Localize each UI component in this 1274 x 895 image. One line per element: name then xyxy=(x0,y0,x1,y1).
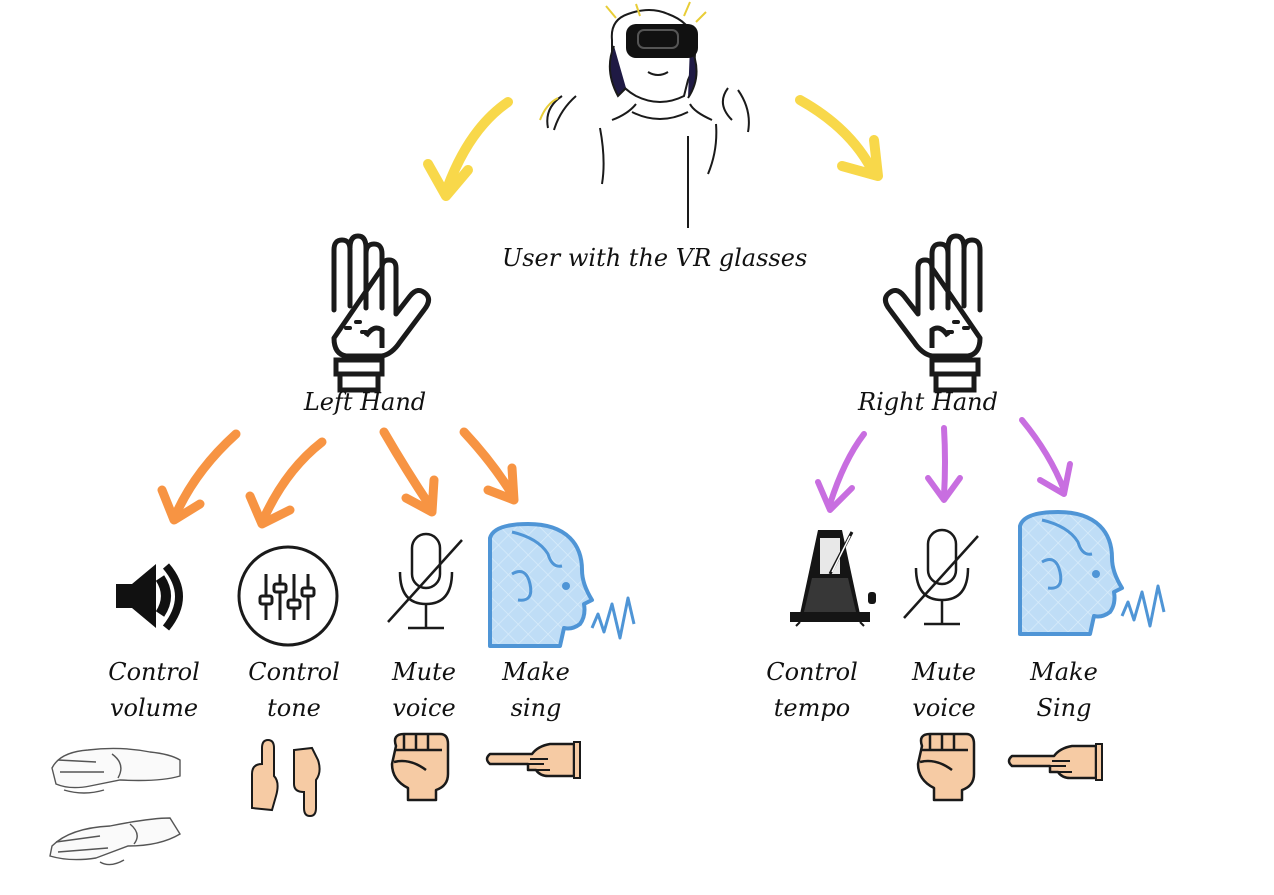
right-muted-microphone-icon xyxy=(902,528,980,626)
action-line1: Make xyxy=(502,658,570,686)
arrow-user-to-left-hand xyxy=(423,97,513,201)
action-line1: Control xyxy=(248,658,340,686)
right-fist-gesture-icon xyxy=(916,732,976,802)
action-control-tempo: Control tempo xyxy=(752,654,872,726)
action-line2: Sing xyxy=(1036,694,1092,722)
left-pointing-hand-gesture-icon xyxy=(485,740,582,780)
left-muted-microphone-icon xyxy=(386,532,464,630)
arrow-left-to-sing xyxy=(459,427,519,505)
arrow-left-to-volume xyxy=(157,429,241,525)
right-pointing-hand-gesture-icon xyxy=(1007,742,1104,782)
action-line2: volume xyxy=(109,694,199,722)
action-control-tone: Control tone xyxy=(234,654,354,726)
left-singing-head-icon xyxy=(488,522,636,648)
arrow-user-to-right-hand xyxy=(795,95,883,181)
action-line2: tempo xyxy=(773,694,851,722)
open-palm-gesture-icon xyxy=(49,747,181,866)
left-fist-gesture-icon xyxy=(390,732,450,802)
speaker-volume-icon xyxy=(116,563,183,631)
arrow-left-to-mute xyxy=(379,427,439,517)
left-hand-label: Left Hand xyxy=(303,388,427,416)
action-control-volume: Control volume xyxy=(94,654,214,726)
equalizer-sliders-icon xyxy=(237,545,339,647)
action-line1: Control xyxy=(108,658,200,686)
right-singing-head-icon xyxy=(1018,510,1166,636)
action-line2: tone xyxy=(267,694,321,722)
arrow-right-to-sing xyxy=(1019,417,1073,497)
left-glove-hand-icon xyxy=(334,236,429,390)
arrow-left-to-tone xyxy=(245,437,327,529)
action-line2: voice xyxy=(912,694,976,722)
user-label: User with the VR glasses xyxy=(502,244,808,272)
action-make-sing-right: Make Sing xyxy=(1014,654,1114,726)
action-line1: Mute xyxy=(392,658,456,686)
action-line1: Control xyxy=(766,658,858,686)
action-make-sing-left: Make sing xyxy=(486,654,586,726)
action-line2: sing xyxy=(510,694,562,722)
person-vr-headset-icon xyxy=(539,1,750,228)
action-line1: Mute xyxy=(912,658,976,686)
arrow-right-to-mute xyxy=(925,425,963,503)
arrow-right-to-tempo xyxy=(815,431,867,513)
action-line2: voice xyxy=(392,694,456,722)
action-mute-voice-left: Mute voice xyxy=(374,654,474,726)
metronome-icon xyxy=(790,530,876,627)
action-mute-voice-right: Mute voice xyxy=(894,654,994,726)
right-hand-label: Right Hand xyxy=(858,388,998,416)
pointing-fingers-gesture-icon xyxy=(251,738,321,818)
action-line1: Make xyxy=(1030,658,1098,686)
right-glove-hand-icon xyxy=(885,236,980,390)
